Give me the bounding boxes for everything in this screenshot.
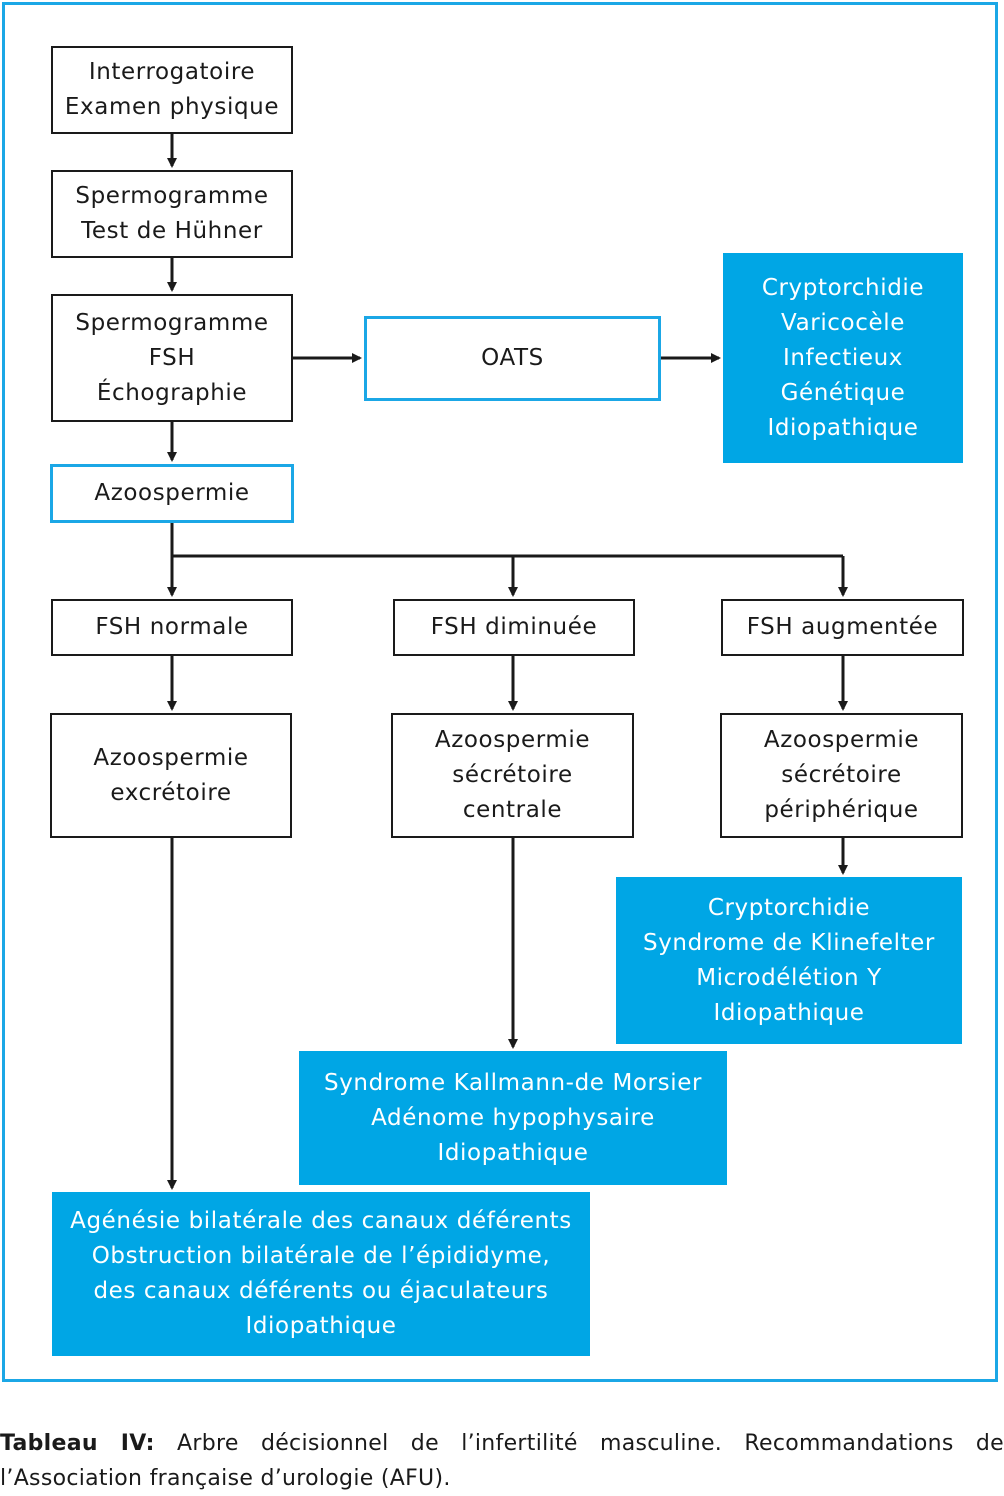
- diagram-frame: [2, 2, 998, 1382]
- node-text-line: excrétoire: [110, 779, 232, 806]
- node-text-line: Azoospermie: [434, 727, 591, 753]
- node-text-line: Échographie: [96, 379, 248, 406]
- node-azoospermie-secretoire-peripherique: Azoospermie sécrétoire périphérique: [720, 713, 963, 838]
- node-text-line: Interrogatoire: [88, 59, 256, 85]
- node-excretoire-causes: Agénésie bilatérale des canaux déférents…: [52, 1192, 590, 1356]
- node-text-line: Idiopathique: [437, 1139, 589, 1166]
- node-fsh-augmentee: FSH augmentée: [721, 599, 964, 656]
- node-text-line: Azoospermie: [763, 727, 920, 753]
- node-text-line: FSH diminuée: [430, 614, 598, 640]
- node-text-line: Agénésie bilatérale des canaux déférents: [70, 1208, 572, 1234]
- node-text-line: Test de Hühner: [81, 218, 263, 244]
- node-text-line: Microdélétion Y: [696, 964, 882, 991]
- caption-label: Tableau IV:: [0, 1431, 155, 1456]
- node-text-line: FSH normale: [95, 614, 249, 640]
- node-text-line: Spermogramme: [75, 183, 269, 209]
- node-text-line: Cryptorchidie: [761, 274, 925, 301]
- node-text-line: Azoospermie: [93, 744, 249, 771]
- caption-text: Arbre décisionnel de l’infertilité mascu…: [0, 1431, 1004, 1491]
- node-azoospermie-secretoire-centrale: Azoospermie sécrétoire centrale: [391, 713, 634, 838]
- node-text-line: Spermogramme: [75, 309, 269, 336]
- node-text-line: Syndrome de Klinefelter: [643, 929, 935, 956]
- node-text-line: Obstruction bilatérale de l’épididyme,: [91, 1243, 551, 1269]
- figure-caption: Tableau IV: Arbre décisionnel de l’infer…: [0, 1426, 1004, 1496]
- node-text-line: Azoospermie: [94, 480, 250, 506]
- node-text-line: périphérique: [764, 797, 919, 823]
- node-text-line: FSH: [148, 344, 196, 371]
- node-text-line: centrale: [462, 797, 563, 823]
- node-text-line: Génétique: [780, 379, 906, 406]
- node-text-line: Syndrome Kallmann-de Morsier: [324, 1069, 702, 1096]
- node-text-line: sécrétoire: [452, 762, 573, 788]
- node-text-line: Idiopathique: [713, 999, 865, 1026]
- node-text-line: Idiopathique: [245, 1313, 397, 1339]
- node-text-line: sécrétoire: [781, 762, 902, 788]
- node-text-line: Cryptorchidie: [707, 894, 871, 921]
- node-text-line: des canaux déférents ou éjaculateurs: [93, 1278, 549, 1304]
- node-text-line: OATS: [481, 345, 544, 371]
- node-text-line: FSH augmentée: [746, 614, 939, 640]
- node-azoospermie: Azoospermie: [50, 464, 294, 523]
- node-text-line: Adénome hypophysaire: [371, 1104, 655, 1131]
- node-text-line: Infectieux: [782, 344, 903, 371]
- node-oats: OATS: [364, 316, 661, 401]
- node-text-line: Varicocèle: [781, 309, 905, 336]
- node-text-line: Idiopathique: [767, 414, 919, 441]
- node-fsh-normale: FSH normale: [51, 599, 293, 656]
- node-azoospermie-excretoire: Azoospermie excrétoire: [50, 713, 292, 838]
- node-text-line: Examen physique: [64, 94, 280, 120]
- node-fsh-diminuee: FSH diminuée: [393, 599, 635, 656]
